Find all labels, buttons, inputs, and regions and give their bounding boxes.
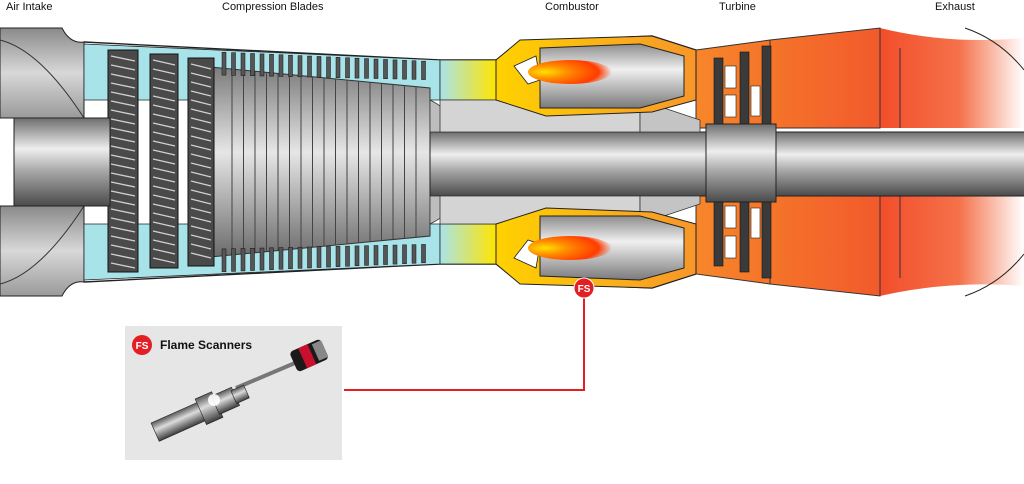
compression-blades — [221, 51, 426, 273]
flame-scanner-panel: FS Flame Scanners — [125, 326, 342, 460]
label-air-intake: Air Intake — [6, 1, 52, 13]
label-exhaust: Exhaust — [935, 1, 975, 13]
label-turbine: Turbine — [719, 1, 756, 13]
combustor-section — [495, 35, 697, 289]
flame-scanner-panel-badge-label: FS — [136, 341, 149, 352]
label-compression-blades: Compression Blades — [222, 1, 324, 13]
compressor-section — [83, 43, 497, 281]
fan-blades — [107, 49, 215, 273]
compressor-rotor-ribs — [231, 69, 417, 255]
flame-scanner-callout: FS — [344, 277, 595, 391]
air-intake-section — [0, 27, 85, 297]
turbine-blades — [713, 45, 772, 279]
section-labels: Air Intake Compression Blades Combustor … — [6, 1, 975, 13]
flame-scanner-badge — [573, 277, 595, 299]
flame-icon — [528, 60, 612, 84]
label-combustor: Combustor — [545, 1, 599, 13]
flame-scanner-badge-label: FS — [578, 284, 591, 295]
flame-icon — [528, 236, 612, 260]
exhaust-section — [880, 27, 1024, 297]
flame-scanner-panel-badge — [132, 335, 152, 355]
flame-scanner-device-icon — [150, 339, 329, 442]
flame-scanner-panel-title: Flame Scanners — [160, 338, 252, 352]
